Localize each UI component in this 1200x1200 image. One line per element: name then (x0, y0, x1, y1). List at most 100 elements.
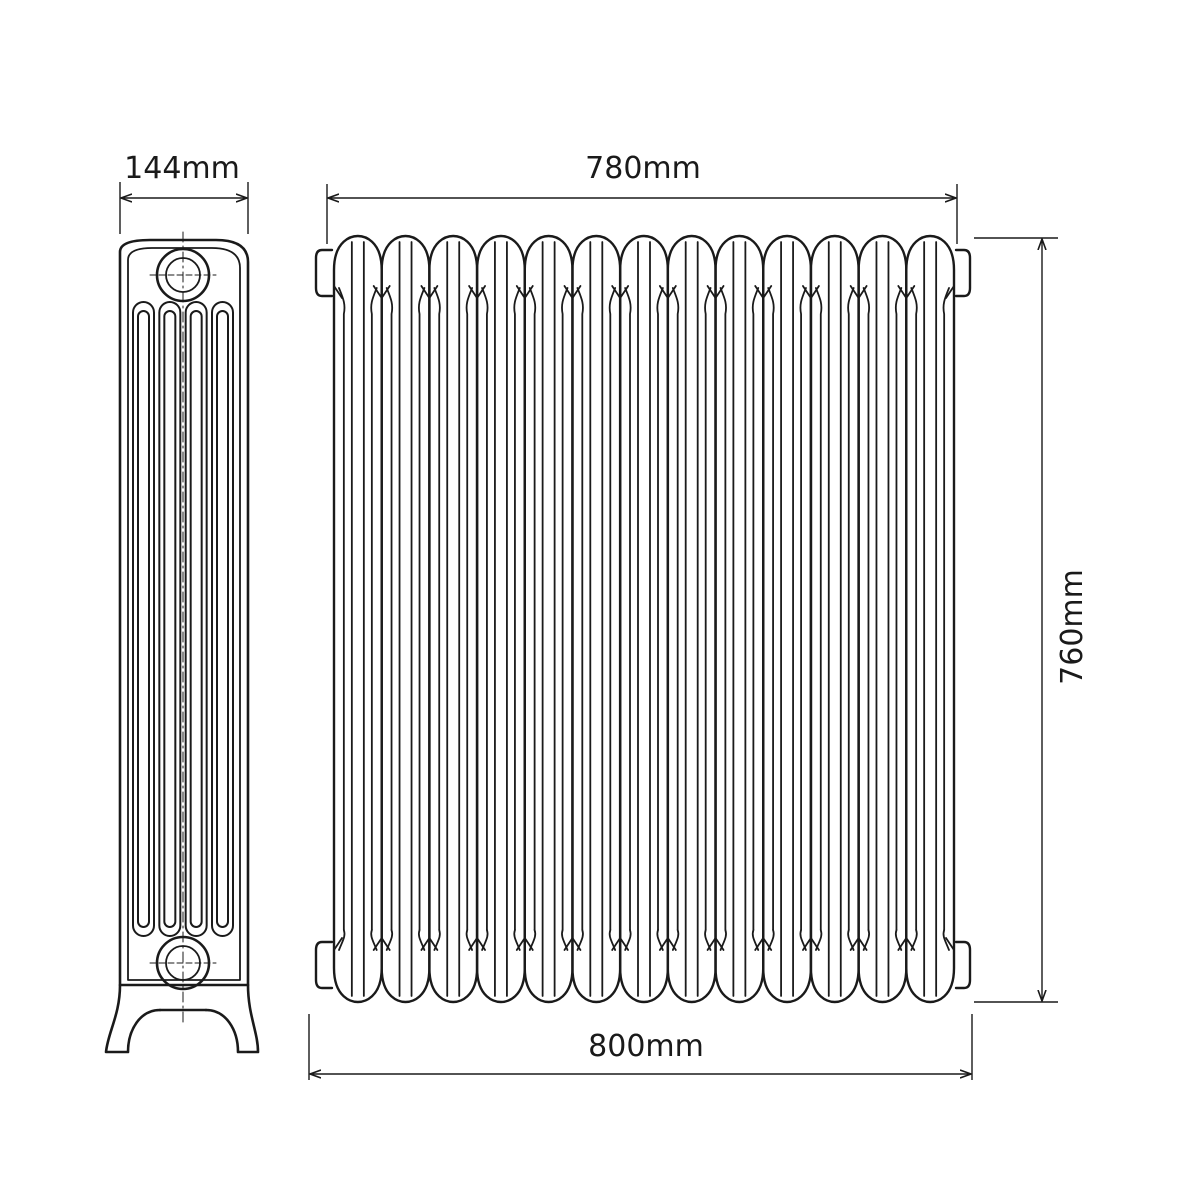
section-flute-right (751, 287, 760, 931)
section-top-joint (849, 285, 868, 299)
section-flute-left (481, 287, 489, 931)
section-bottom-joint (897, 937, 916, 951)
right-end-top-joint (945, 285, 955, 299)
section-bottom-joint (515, 937, 534, 951)
section-top-joint (468, 285, 486, 299)
side-view-foot-left (104, 983, 162, 1054)
radiator-section (332, 234, 383, 1004)
side-view-column-outer (184, 301, 208, 937)
radiator-section (428, 234, 479, 1004)
section-flute-left (767, 287, 775, 931)
radiator-section (809, 234, 860, 1004)
radiator-section (475, 234, 526, 1004)
section-flute-right-bottom (942, 929, 950, 951)
section-flute-right (847, 287, 855, 931)
radiator-front-view (314, 234, 972, 1004)
section-outline (618, 234, 670, 1004)
side-view-column-outer (211, 301, 234, 937)
section-flute-right (561, 287, 569, 931)
section-outline (571, 234, 622, 1004)
section-outline (428, 234, 479, 1004)
radiator-section (380, 234, 431, 1004)
side-view-column-inner (189, 310, 203, 928)
radiator-section (905, 234, 956, 1004)
section-top-joint (897, 285, 916, 299)
section-top-joint (611, 285, 630, 299)
section-outline (714, 234, 765, 1004)
side-view-column-outer (132, 301, 155, 937)
section-flute-right (513, 287, 521, 931)
section-flute-left (338, 287, 346, 931)
section-flute-right (704, 287, 712, 931)
section-flute-left (862, 287, 871, 931)
side-view-column-inner (216, 310, 229, 928)
radiator-section (666, 234, 717, 1004)
section-outline (523, 234, 574, 1004)
radiator-section (762, 234, 813, 1004)
section-bottom-joint (563, 937, 582, 951)
section-flute-right (608, 287, 617, 931)
section-flute-left (528, 287, 537, 931)
section-flute-left (433, 287, 441, 931)
section-bottom-joint (468, 937, 486, 951)
section-flute-right (799, 287, 807, 931)
section-top-joint (420, 285, 439, 299)
section-outline (762, 234, 813, 1004)
radiator-section (857, 234, 908, 1004)
section-top-joint (372, 285, 391, 299)
section-top-joint (802, 285, 820, 299)
radiator-section (571, 234, 622, 1004)
side-view-body-outline (118, 238, 250, 987)
section-flute-right (942, 287, 950, 931)
section-outline (905, 234, 956, 1004)
side-view-foot-right (204, 983, 260, 1054)
section-top-joint (754, 285, 773, 299)
section-flute-right (656, 287, 664, 931)
section-flute-left (576, 287, 584, 931)
section-bottom-joint (706, 937, 725, 951)
side-view-column-inner (137, 310, 150, 928)
side-view-inner-border (127, 247, 241, 981)
section-bottom-joint (754, 937, 773, 951)
section-top-joint (706, 285, 725, 299)
section-flute-right (894, 287, 903, 931)
section-top-joint (563, 285, 582, 299)
radiator-sections (332, 234, 956, 1004)
section-flute-left (385, 287, 394, 931)
left-end-bottom-joint (333, 937, 343, 951)
radiator-section (714, 234, 765, 1004)
radiator-section (618, 234, 670, 1004)
section-flute-left (910, 287, 918, 931)
section-outline (380, 234, 431, 1004)
section-flute-right (417, 287, 426, 931)
section-top-joint (515, 285, 534, 299)
right-bottom-end-cap (954, 940, 972, 990)
section-flute-left (719, 287, 727, 931)
top-width-dimension-label: 780mm (585, 151, 701, 186)
section-bottom-joint (849, 937, 868, 951)
section-outline (475, 234, 526, 1004)
section-bottom-joint (420, 937, 439, 951)
side-view-column-inner (163, 310, 177, 928)
section-bottom-joint (372, 937, 391, 951)
right-top-end-cap (954, 248, 972, 298)
left-end-top-joint (333, 285, 343, 299)
side-view-columns (132, 301, 234, 937)
section-flute-right (465, 287, 473, 931)
right-end-bottom-joint (945, 937, 955, 951)
section-top-joint (658, 285, 677, 299)
depth-dimension-label: 144mm (124, 151, 240, 186)
section-flute-left-bottom (338, 929, 346, 951)
section-bottom-joint (611, 937, 630, 951)
height-dimension-label: 760mm (1055, 569, 1090, 685)
section-flute-left (815, 287, 823, 931)
section-flute-left (624, 287, 632, 931)
dimension-lines (119, 182, 1058, 1080)
section-bottom-joint (802, 937, 820, 951)
left-bottom-end-cap (314, 940, 334, 990)
section-flute-right (370, 287, 378, 931)
section-outline (332, 234, 383, 1004)
radiator-side-view (104, 231, 260, 1054)
section-outline (666, 234, 717, 1004)
